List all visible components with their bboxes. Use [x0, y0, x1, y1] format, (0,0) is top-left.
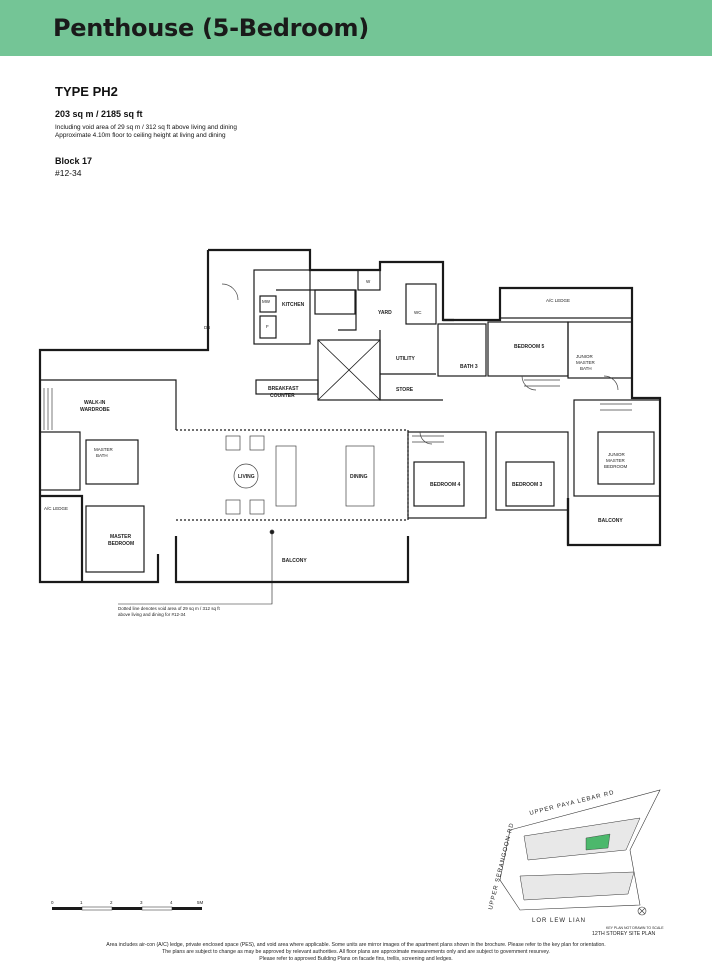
unit-note-height: Approximate 4.10m floor to ceiling heigh…: [55, 132, 226, 139]
label-bath3: BATH 3: [460, 364, 478, 370]
label-breakfast-2: COUNTER: [270, 393, 295, 399]
label-jm-bath-1: JUNIOR: [576, 354, 594, 359]
void-note-line1: Dotted line denotes void area of 29 sq m…: [118, 606, 221, 611]
room-labels: KITCHEN MW F W YARD WC DB UTILITY STORE …: [44, 279, 628, 617]
label-mw: MW: [262, 299, 271, 304]
label-master-bed-2: BEDROOM: [108, 541, 134, 547]
scale-tick: 3: [140, 900, 143, 905]
scale-tick: 1: [80, 900, 83, 905]
footer-notes: Area includes air-con (A/C) ledge, priva…: [50, 942, 662, 963]
scale-tick: 2: [110, 900, 113, 905]
north-arrow-icon: [637, 906, 647, 916]
label-ac-ledge-top: A/C LEDGE: [546, 298, 570, 303]
void-note-line2: above living and dining for #12-34: [118, 612, 186, 617]
label-jm-bed-3: BEDROOM: [604, 464, 628, 469]
interior-walls: [39, 269, 661, 573]
label-ac-ledge-left: A/C LEDGE: [44, 506, 68, 511]
label-bedroom5: BEDROOM 5: [514, 344, 545, 350]
key-plan: UPPER PAYA LEBAR RD UPPER SERANGOON RD L…: [488, 789, 664, 937]
unit-note-void: Including void area of 29 sq m / 312 sq …: [55, 124, 237, 131]
label-dining: DINING: [350, 474, 368, 480]
label-bedroom4: BEDROOM 4: [430, 482, 461, 488]
highlight-block: [585, 833, 611, 851]
label-w: W: [366, 279, 371, 284]
scale-tick: 5M: [197, 900, 204, 905]
label-utility: UTILITY: [396, 356, 416, 362]
road-bottom: LOR LEW LIAN: [532, 918, 586, 924]
label-walkin-2: WARDROBE: [80, 407, 110, 413]
page-header: Penthouse (5-Bedroom): [0, 0, 712, 56]
label-walkin-1: WALK-IN: [84, 400, 106, 406]
unit-notes: Including void area of 29 sq m / 312 sq …: [55, 124, 237, 140]
label-f: F: [266, 324, 269, 329]
label-kitchen: KITCHEN: [282, 302, 305, 308]
label-store: STORE: [396, 387, 414, 393]
label-jm-bed-1: JUNIOR: [608, 452, 626, 457]
scale-bar: 0 1 2 3 4 5M: [51, 900, 204, 911]
key-plan-title: 12TH STOREY SITE PLAN: [592, 931, 655, 937]
label-db: DB: [204, 325, 210, 330]
label-balcony-right: BALCONY: [598, 518, 623, 524]
label-living: LIVING: [238, 474, 255, 480]
key-plan-note: KEY PLAN NOT DRAWN TO SCALE: [606, 926, 664, 930]
footer-line: Please refer to approved Building Plans …: [259, 956, 453, 962]
label-master-bath-1: MASTER: [94, 447, 114, 452]
unit-number: #12-34: [55, 168, 82, 178]
label-jm-bed-2: MASTER: [606, 458, 626, 463]
footer-line: Area includes air-con (A/C) ledge, priva…: [106, 942, 606, 948]
label-yard: YARD: [378, 310, 392, 316]
label-breakfast-1: BREAKFAST: [268, 386, 299, 392]
footer-line: The plans are subject to change as may b…: [162, 949, 550, 955]
label-master-bath-2: BATH: [96, 453, 108, 458]
label-master-bed-1: MASTER: [110, 534, 132, 540]
furniture: [43, 283, 632, 605]
scale-tick: 0: [51, 900, 54, 905]
block-number: Block 17: [55, 156, 93, 166]
road-top: UPPER PAYA LEBAR RD: [529, 790, 615, 817]
unit-area: 203 sq m / 2185 sq ft: [55, 109, 143, 119]
label-jm-bath-3: BATH: [580, 366, 592, 371]
page-title: Penthouse (5-Bedroom): [53, 14, 369, 42]
label-jm-bath-2: MASTER: [576, 360, 596, 365]
scale-tick: 4: [170, 900, 173, 905]
label-bedroom3: BEDROOM 3: [512, 482, 543, 488]
label-wc: WC: [414, 310, 422, 315]
unit-type: TYPE PH2: [55, 84, 118, 99]
label-balcony-main: BALCONY: [282, 558, 307, 564]
